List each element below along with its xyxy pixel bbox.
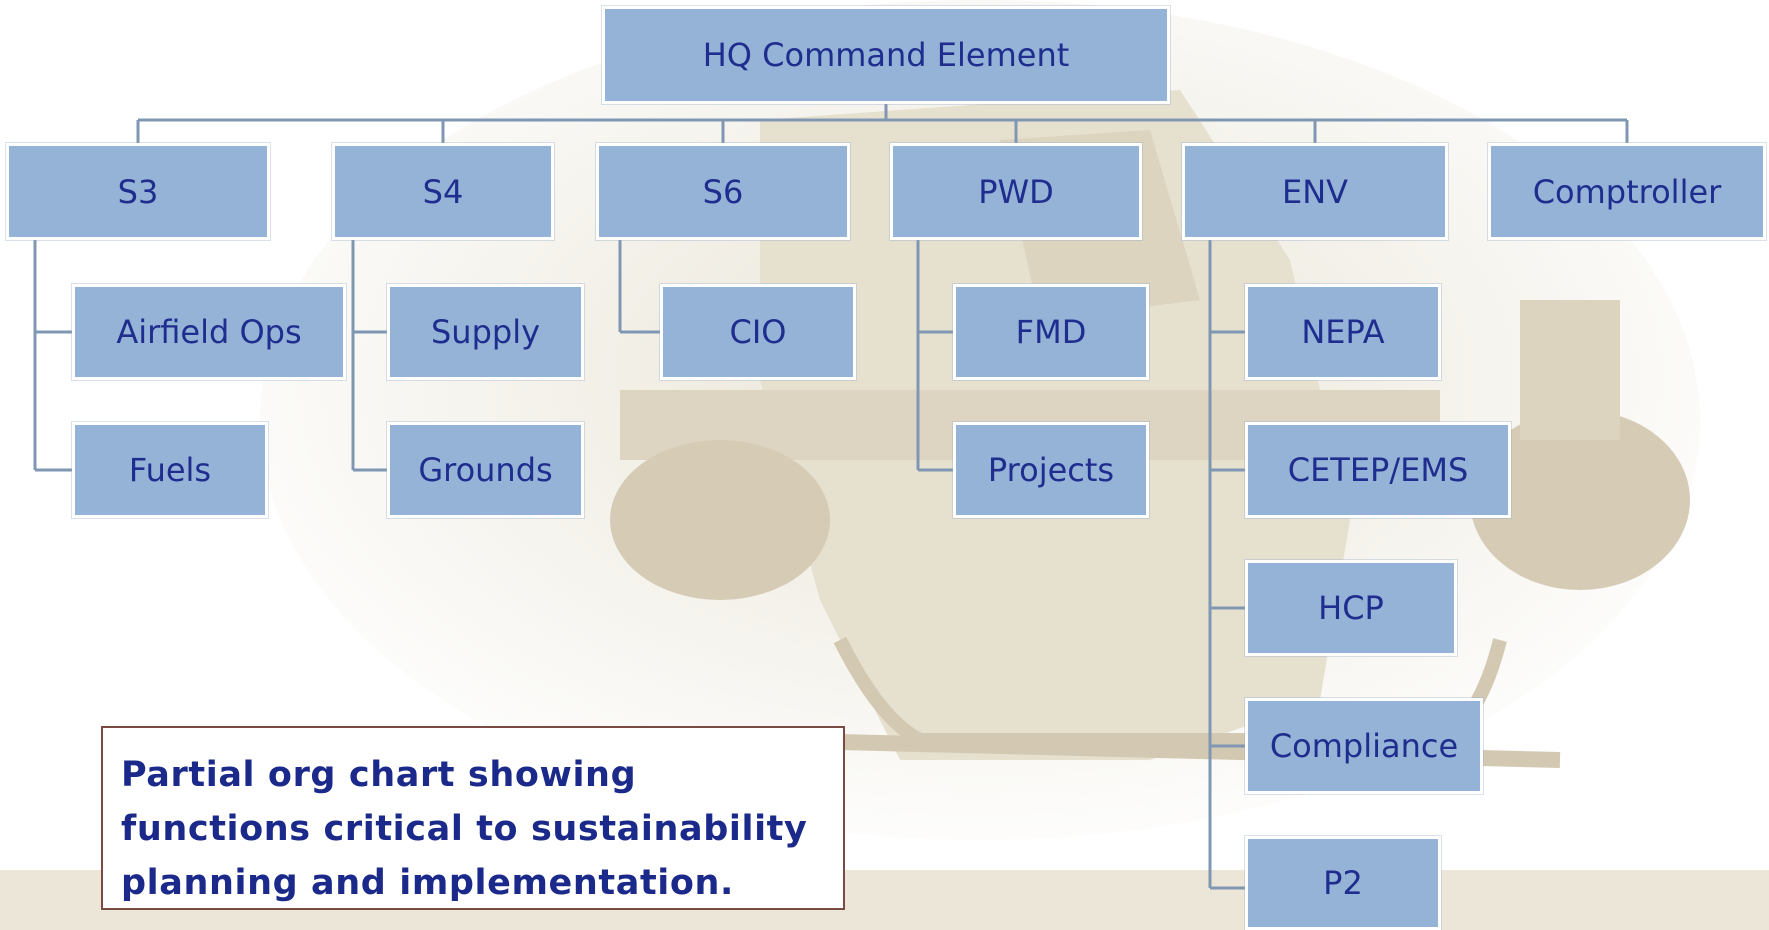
department-box-comptroller: Comptroller — [1488, 143, 1766, 240]
department-box-s6: S6 — [596, 143, 850, 240]
hq-command-element-label: HQ Command Element — [702, 36, 1070, 74]
unit-label-cetep-ems: CETEP/EMS — [1287, 451, 1469, 489]
department-label-s3: S3 — [117, 172, 159, 211]
unit-box-cio: CIO — [660, 284, 856, 380]
department-box-pwd: PWD — [890, 143, 1142, 240]
unit-label-airfield-ops: Airfield Ops — [116, 313, 302, 351]
unit-box-fuels: Fuels — [72, 422, 268, 518]
unit-box-nepa: NEPA — [1245, 284, 1441, 380]
unit-label-grounds: Grounds — [418, 451, 553, 489]
unit-box-supply: Supply — [387, 284, 584, 380]
hq-command-element-box: HQ Command Element — [602, 6, 1170, 104]
department-label-s4: S4 — [422, 172, 464, 211]
department-box-env: ENV — [1182, 143, 1448, 240]
caption-note-text: Partial org chart showing functions crit… — [121, 755, 808, 903]
unit-box-grounds: Grounds — [387, 422, 584, 518]
unit-label-fmd: FMD — [1015, 313, 1087, 351]
unit-label-nepa: NEPA — [1301, 313, 1385, 351]
unit-box-cetep-ems: CETEP/EMS — [1245, 422, 1511, 518]
unit-box-compliance: Compliance — [1245, 698, 1483, 794]
department-box-s3: S3 — [6, 143, 270, 240]
unit-label-compliance: Compliance — [1269, 727, 1459, 765]
unit-label-cio: CIO — [729, 313, 787, 351]
unit-label-supply: Supply — [430, 313, 541, 351]
department-label-s6: S6 — [702, 172, 744, 211]
unit-box-hcp: HCP — [1245, 560, 1457, 656]
department-box-s4: S4 — [332, 143, 554, 240]
department-label-pwd: PWD — [978, 172, 1054, 211]
department-label-comptroller: Comptroller — [1532, 172, 1722, 211]
unit-box-fmd: FMD — [953, 284, 1149, 380]
unit-label-fuels: Fuels — [128, 451, 212, 489]
unit-label-hcp: HCP — [1318, 589, 1384, 627]
unit-label-projects: Projects — [987, 451, 1115, 489]
unit-box-projects: Projects — [953, 422, 1149, 518]
unit-box-airfield-ops: Airfield Ops — [72, 284, 346, 380]
caption-note: Partial org chart showing functions crit… — [101, 726, 845, 910]
unit-label-p2: P2 — [1323, 864, 1363, 902]
unit-box-p2: P2 — [1245, 836, 1441, 930]
department-label-env: ENV — [1281, 172, 1349, 211]
